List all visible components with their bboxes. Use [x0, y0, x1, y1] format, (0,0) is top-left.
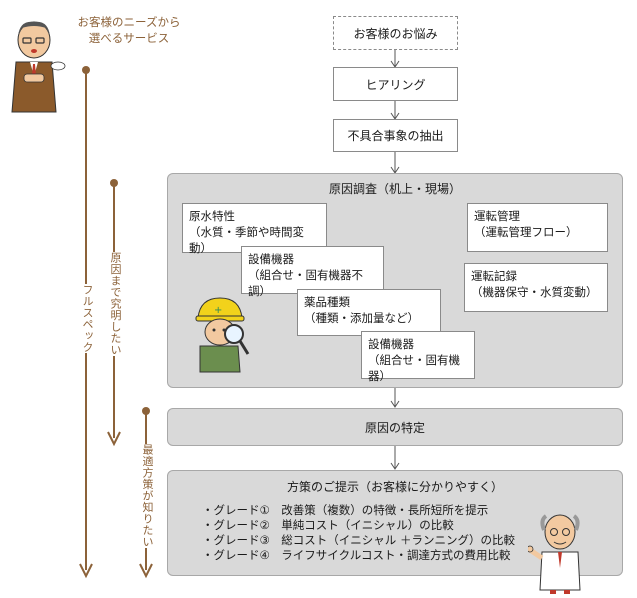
grade-4: ・グレード④ ライフサイクルコスト・調達方式の費用比較 — [202, 548, 511, 562]
svg-text:+: + — [214, 305, 222, 316]
card-equipment-combo: 設備機器 （組合せ・固有機器） — [361, 331, 475, 383]
inspector-icon: + — [195, 297, 250, 373]
card-equipment-fault: 設備機器 （組合せ・固有機器不調） — [241, 246, 384, 298]
card-equipment-fault-detail: （組合せ・固有機器不調） — [248, 268, 363, 298]
best-policy-label: 最適方策が知りたい — [139, 444, 155, 548]
card-raw-water: 原水特性 （水質・季節や時間変動） — [182, 203, 327, 255]
grade-3: ・グレード③ 総コスト（イニシャル ＋ランニング）の比較 — [202, 533, 515, 547]
card-raw-water-title: 原水特性 — [189, 209, 235, 223]
card-operation-management-title: 運転管理 — [474, 209, 520, 223]
step-hearing: ヒアリング — [333, 67, 458, 101]
card-equipment-combo-detail: （組合せ・固有機器） — [368, 353, 460, 383]
cause-identification: 原因の特定 — [167, 408, 623, 446]
card-chemicals-detail: （種類・添加量など） — [304, 311, 419, 325]
grade-2: ・グレード② 単純コスト（イニシャル）の比較 — [202, 518, 454, 532]
grade-1: ・グレード① 改善策（複数）の特徴・長所短所を提示 — [202, 503, 489, 517]
card-operation-records-title: 運転記録 — [471, 269, 517, 283]
service-note-line1: お客様のニーズから — [77, 15, 181, 29]
step-issue-extraction: 不具合事象の抽出 — [333, 119, 458, 152]
card-equipment-combo-title: 設備機器 — [368, 337, 414, 351]
full-spec-label: フルスペック — [79, 284, 95, 353]
service-note-line2: 選べるサービス — [88, 31, 170, 45]
card-operation-records: 運転記録 （機器保守・水質変動） — [464, 263, 608, 312]
card-operation-management-detail: （運転管理フロー） — [474, 225, 578, 239]
grade-list: ・グレード① 改善策（複数）の特徴・長所短所を提示 ・グレード② 単純コスト（イ… — [202, 503, 515, 563]
presenter-icon — [528, 514, 581, 594]
step-customer-concern: お客様のお悩み — [333, 16, 458, 50]
investigation-title: 原因調査（机上・現場） — [328, 182, 461, 196]
card-operation-records-detail: （機器保守・水質変動） — [471, 285, 598, 299]
proposal-title: 方策のご提示（お客様に分かりやすく） — [286, 480, 503, 494]
businessman-icon — [11, 21, 66, 113]
cause-only-label: 原因まで究明したい — [107, 252, 123, 356]
card-operation-management: 運転管理 （運転管理フロー） — [467, 203, 608, 252]
card-chemicals-title: 薬品種類 — [304, 295, 350, 309]
card-chemicals: 薬品種類 （種類・添加量など） — [297, 289, 441, 336]
service-note: お客様のニーズから 選べるサービス — [64, 14, 194, 46]
card-raw-water-detail: （水質・季節や時間変動） — [189, 225, 304, 255]
card-equipment-fault-title: 設備機器 — [248, 252, 294, 266]
